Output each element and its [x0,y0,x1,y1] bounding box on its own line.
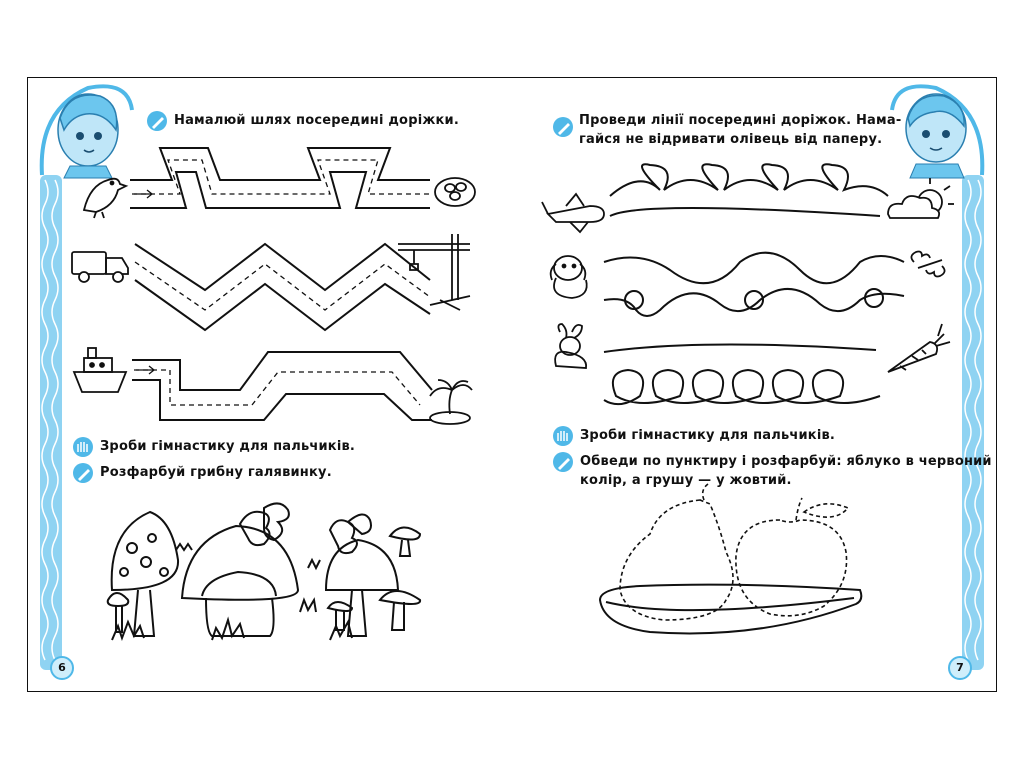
path-maze-3 [132,351,433,421]
right-instruction-3-line2: колір, а грушу — у жовтий. [580,473,792,488]
right-instruction-3-line1: Обведи по пунктиру і розфарбуй: яблуко в… [580,454,992,469]
left-instruction-2: Зроби гімнастику для пальчиків. [100,439,356,454]
loop-track-3 [603,343,881,406]
crane-icon [398,234,471,311]
left-margin-bar [40,175,62,670]
right-instruction-1-line1: Проведи лінії посередині доріжок. Нама- [579,113,902,128]
truck-icon [71,251,129,283]
fruit-plate-picture [598,483,863,635]
pencil-icon [553,452,573,472]
book-spread [27,77,997,692]
right-instruction-1-line2: гайся не відривати олівець від паперу. [579,132,883,147]
boy-character-icon [890,84,985,179]
island-icon [429,379,473,425]
pencil-icon [147,111,167,131]
bird-icon [82,177,129,219]
loop-track-1 [609,163,889,217]
right-margin-bar [962,175,984,670]
hand-icon [553,426,573,446]
ship-icon [72,347,128,393]
nest-icon [434,177,476,207]
page-number-right: 7 [948,656,972,680]
carrot-icon [887,323,951,373]
right-instruction-2: Зроби гімнастику для пальчиків. [580,428,836,443]
left-instruction-3: Розфарбуй грибну галявинку. [100,465,332,480]
loop-track-2 [603,251,905,317]
sun-cloud-icon [887,178,954,219]
path-maze-1 [130,147,430,209]
mushroom-coloring-picture [106,502,422,641]
bone-icon [910,250,946,278]
pencil-icon [73,463,93,483]
plane-icon [541,192,605,234]
rabbit-icon [554,323,588,369]
girl-character-icon [39,84,134,179]
puppy-icon [549,255,588,299]
hand-icon [73,437,93,457]
pencil-icon [553,117,573,137]
page-number-left: 6 [50,656,74,680]
path-maze-2 [134,242,431,332]
left-instruction-1: Намалюй шлях посередині доріжки. [174,113,459,128]
